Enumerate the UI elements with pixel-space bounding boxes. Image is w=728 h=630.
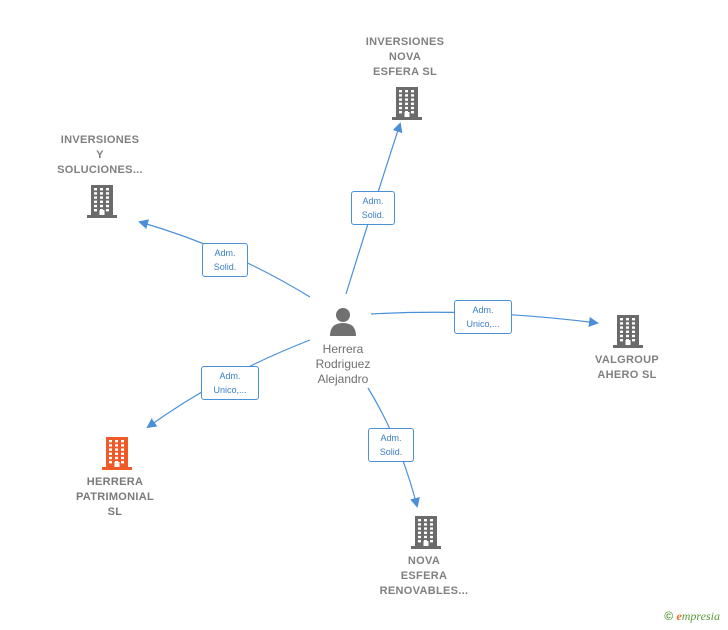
person-name-line: Rodriguez: [315, 357, 371, 371]
person-name-line: Alejandro: [317, 372, 369, 386]
company-label-line: VALGROUP: [595, 354, 659, 366]
company-label-line: INVERSIONES: [60, 134, 140, 146]
company-label-herrera-patrimonial[interactable]: HERRERA PATRIMONIAL SL: [60, 475, 170, 520]
company-label-valgroup-ahero[interactable]: VALGROUP AHERO SL: [572, 353, 682, 383]
edge-label-line: Solid.: [379, 447, 403, 457]
brand-watermark: © empresia: [664, 609, 720, 624]
edge-label-line: Adm.: [362, 196, 384, 206]
building-icon[interactable]: [613, 314, 643, 348]
edge-label-herrera-patrimonial[interactable]: Adm. Unico,...: [201, 366, 259, 400]
company-label-line: Y: [96, 149, 104, 161]
edge-label-nova-esfera-renovables[interactable]: Adm. Solid.: [368, 428, 414, 462]
edge-label-line: Adm.: [380, 433, 402, 443]
company-label-line: PATRIMONIAL: [75, 491, 155, 503]
building-icon[interactable]: [411, 515, 441, 549]
company-label-line: INVERSIONES: [365, 36, 445, 48]
company-label-line: NOVA: [407, 555, 441, 567]
edge-label-line: Unico,...: [213, 385, 247, 395]
edge-label-line: Solid.: [213, 262, 237, 272]
building-icon[interactable]: [392, 86, 422, 120]
brand-logo-text: mpresia: [681, 609, 720, 623]
copyright-symbol: ©: [664, 609, 674, 623]
edge-label-line: Unico,...: [466, 319, 500, 329]
company-label-line: AHERO SL: [597, 369, 657, 381]
building-icon[interactable]: [102, 436, 132, 470]
edge-label-line: Adm.: [214, 248, 236, 258]
edge-label-inversiones-nova-esfera[interactable]: Adm. Solid.: [351, 191, 395, 225]
edge-label-valgroup-ahero[interactable]: Adm. Unico,...: [454, 300, 512, 334]
edge-label-line: Adm.: [472, 305, 494, 315]
company-label-line: HERRERA: [86, 476, 144, 488]
brand-logo-initial: e: [676, 609, 682, 623]
company-label-line: SOLUCIONES...: [57, 164, 143, 176]
company-label-line: RENOVABLES...: [379, 585, 469, 597]
edge-label-inversiones-y-soluciones[interactable]: Adm. Solid.: [202, 243, 248, 277]
edge-label-line: Solid.: [361, 210, 385, 220]
company-label-line: ESFERA SL: [372, 66, 438, 78]
company-label-inversiones-nova-esfera[interactable]: INVERSIONES NOVA ESFERA SL: [350, 35, 460, 80]
company-label-line: NOVA: [388, 51, 422, 63]
building-icon[interactable]: [87, 184, 117, 218]
company-label-line: ESFERA: [400, 570, 448, 582]
company-label-inversiones-y-soluciones[interactable]: INVERSIONES Y SOLUCIONES...: [45, 133, 155, 178]
company-label-nova-esfera-renovables[interactable]: NOVA ESFERA RENOVABLES...: [369, 554, 479, 599]
person-name[interactable]: Herrera Rodriguez Alejandro: [290, 342, 396, 387]
company-label-line: SL: [107, 506, 123, 518]
person-name-line: Herrera: [322, 342, 364, 356]
edge-label-line: Adm.: [219, 371, 241, 381]
person-icon[interactable]: [328, 306, 358, 336]
